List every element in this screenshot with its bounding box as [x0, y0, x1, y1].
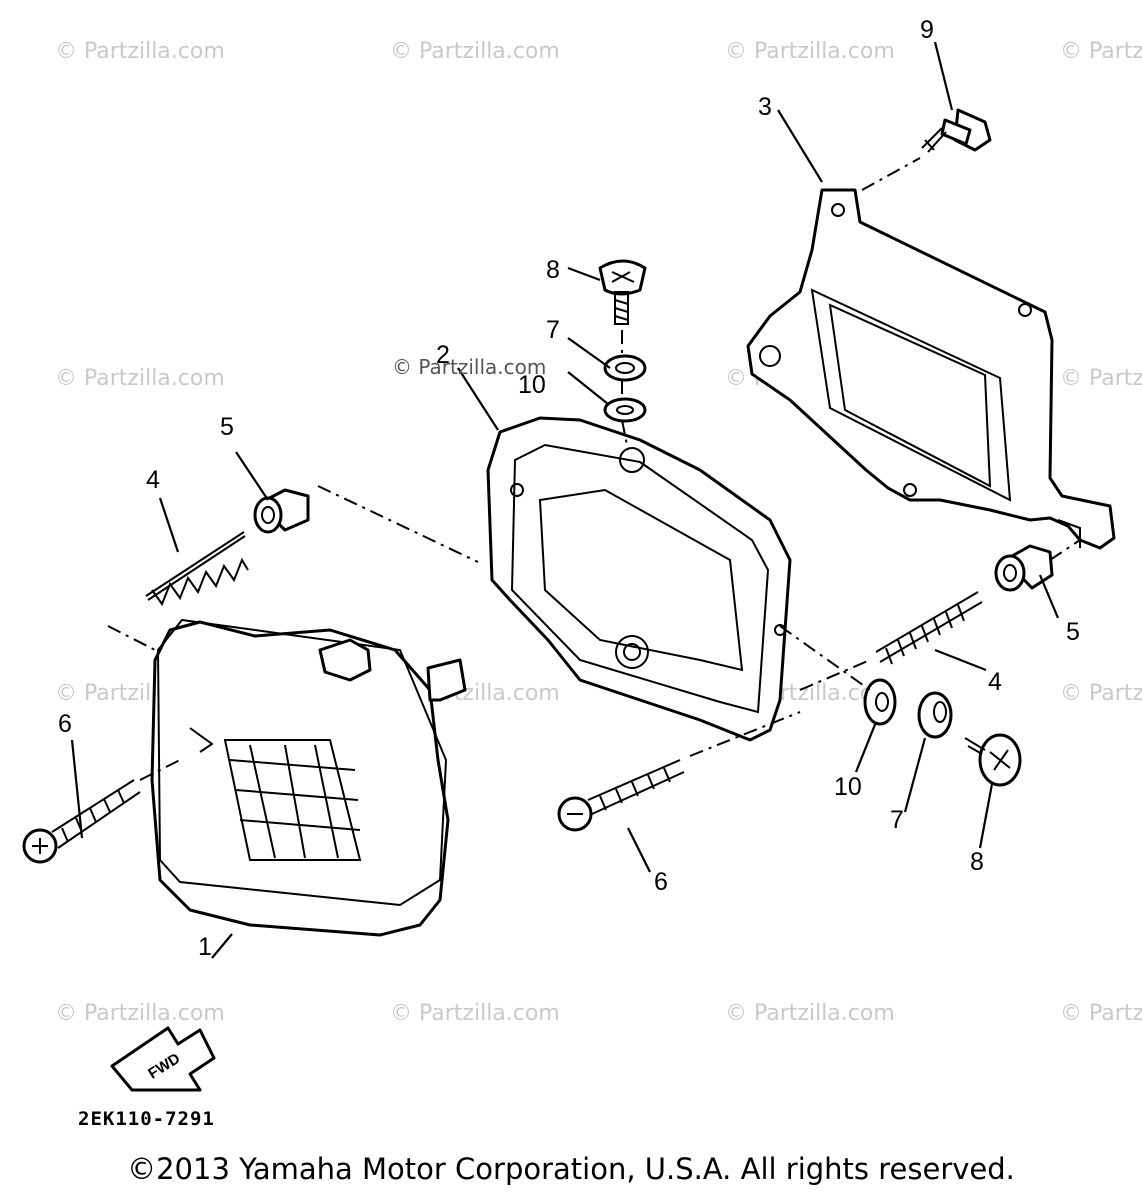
assembly-lines [107, 157, 1081, 781]
part-6-screw-right[interactable] [557, 759, 685, 832]
watermark: © Partzilla.com [725, 39, 895, 64]
callout-6: 6 [58, 710, 72, 738]
part-8-screw-right[interactable] [964, 733, 1022, 787]
callout-5: 5 [1066, 618, 1080, 646]
watermark: © Partzilla.com [725, 1001, 895, 1026]
watermark: © Partzilla.com [390, 39, 560, 64]
watermark: © Partzilla.com [1060, 1001, 1142, 1026]
callout-2: 2 [436, 341, 450, 369]
callout-7: 7 [546, 316, 560, 344]
part-5-grommet-left[interactable] [253, 488, 310, 534]
watermark: © Partzilla.com [1060, 681, 1142, 706]
watermark: © Partzilla.com [390, 1001, 560, 1026]
callout-4: 4 [988, 668, 1002, 696]
part-8-bolt-top[interactable] [598, 259, 647, 325]
part-10-washer-top[interactable] [603, 397, 647, 423]
watermark: © Partzilla.com [55, 1001, 225, 1026]
part-6-screw-left[interactable] [22, 779, 141, 864]
callout-10: 10 [518, 371, 546, 399]
callout-4: 4 [146, 466, 160, 494]
part-7-lockwasher-right[interactable] [917, 691, 953, 739]
callout-8: 8 [970, 848, 984, 876]
callout-7: 7 [890, 806, 904, 834]
watermark: © Partzilla.com [1060, 39, 1142, 64]
callout-1: 1 [198, 933, 212, 961]
part-9-bolt[interactable] [921, 108, 992, 153]
callout-9: 9 [920, 16, 934, 44]
callout-10: 10 [834, 773, 862, 801]
part-2-housing[interactable] [486, 416, 792, 742]
fwd-arrow-icon: FWD [110, 1026, 216, 1092]
callout-6: 6 [654, 868, 668, 896]
part-3-bracket[interactable] [746, 188, 1116, 550]
callout-3: 3 [758, 93, 772, 121]
watermark-center: © Partzilla.com [392, 355, 546, 379]
part-4-spring-right[interactable] [875, 591, 983, 665]
leader-lines [70, 41, 1060, 959]
copyright-notice: ©2013 Yamaha Motor Corporation, U.S.A. A… [127, 1152, 1015, 1186]
part-7-lockwasher-top[interactable] [603, 354, 647, 382]
watermark: © Partzilla.com [55, 39, 225, 64]
part-10-washer-right[interactable] [863, 678, 897, 726]
part-1-headlight[interactable] [150, 618, 467, 937]
callout-8: 8 [546, 256, 560, 284]
watermark: © Partzilla.com [1060, 366, 1142, 391]
watermark: © Partzilla.com [55, 366, 225, 391]
diagram-code: 2EK110-7291 [78, 1108, 215, 1130]
callout-5: 5 [220, 413, 234, 441]
part-4-spring-left[interactable] [145, 531, 249, 607]
callouts: 1 2 3 4 4 5 5 6 6 7 7 8 8 9 10 10 [58, 16, 1080, 961]
